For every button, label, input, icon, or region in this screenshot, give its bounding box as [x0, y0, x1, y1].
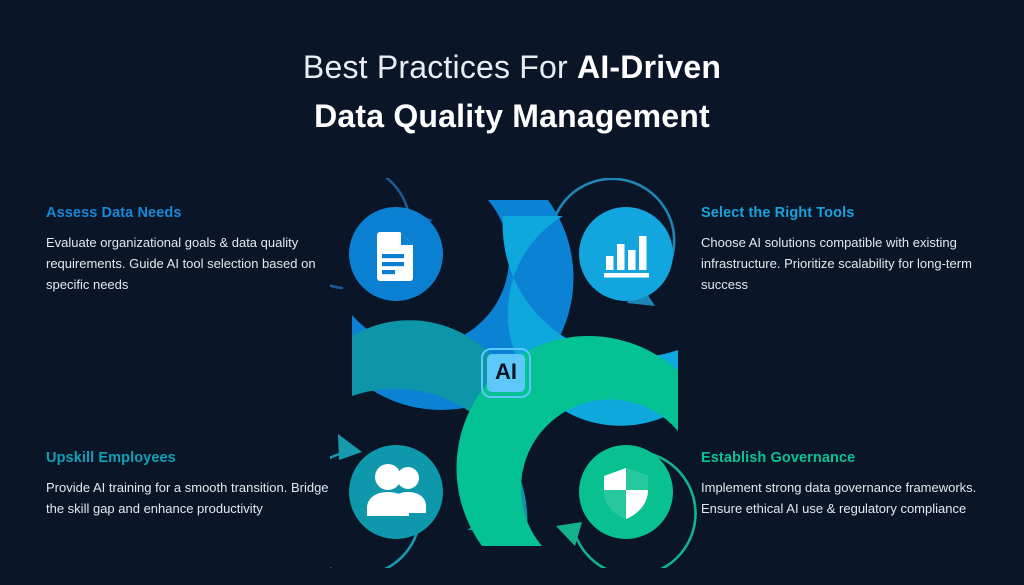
- panel-select-right-tools: Select the Right Tools Choose AI solutio…: [701, 205, 991, 296]
- title-line-1: Best Practices For AI-Driven: [0, 46, 1024, 88]
- panel-body-assess: Evaluate organizational goals & data qua…: [46, 235, 316, 293]
- title-line-2: Data Quality Management: [314, 98, 710, 135]
- pinwheel-diagram: AI: [330, 178, 700, 568]
- ai-badge[interactable]: AI: [481, 348, 531, 398]
- panel-body-tools: Choose AI solutions compatible with exis…: [701, 235, 972, 293]
- icon-circle-assess[interactable]: [349, 207, 443, 301]
- ring-arrow-bottom-left: [330, 434, 420, 568]
- icon-circle-tools[interactable]: [579, 207, 673, 301]
- ring-arrow-bottom-right: [556, 450, 697, 568]
- shield-icon: [604, 468, 648, 519]
- icon-circle-governance[interactable]: [579, 445, 673, 539]
- panel-heading-governance: Establish Governance: [701, 450, 856, 466]
- document-icon: [377, 232, 413, 281]
- title-bold-part: AI-Driven: [577, 49, 722, 85]
- icon-circle-upskill[interactable]: [349, 445, 443, 539]
- title-light-part: Best Practices For: [302, 49, 578, 85]
- ai-badge-label: AI: [495, 359, 517, 384]
- panel-assess-data-needs: Assess Data Needs Evaluate organizationa…: [46, 205, 336, 296]
- panel-body-upskill: Provide AI training for a smooth transit…: [46, 480, 329, 517]
- bar-chart-icon: [604, 236, 649, 278]
- panel-heading-tools: Select the Right Tools: [701, 205, 855, 221]
- panel-body-governance: Implement strong data governance framewo…: [701, 480, 977, 517]
- pinwheel-arc-teal: [352, 320, 528, 530]
- page-title: Best Practices For AI-Driven Data Qualit…: [0, 46, 1024, 137]
- people-icon: [367, 464, 426, 516]
- panel-heading-assess: Assess Data Needs: [46, 205, 182, 221]
- panel-upskill-employees: Upskill Employees Provide AI training fo…: [46, 450, 336, 519]
- panel-establish-governance: Establish Governance Implement strong da…: [701, 450, 991, 519]
- panel-heading-upskill: Upskill Employees: [46, 450, 176, 466]
